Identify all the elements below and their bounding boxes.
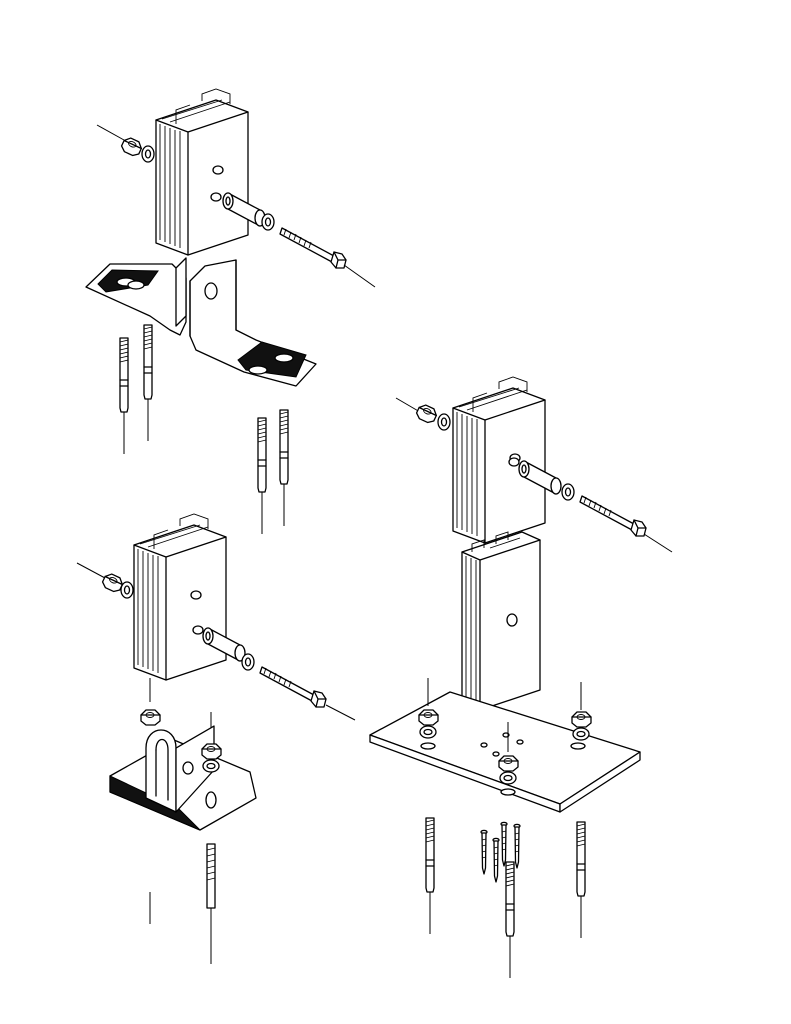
anchor-bolt-icon: [206, 843, 216, 964]
anchor-bolt-icon: [279, 409, 289, 527]
assembly-top-left: [85, 88, 376, 535]
assembly-right: [369, 376, 673, 979]
washer-icon: [499, 771, 517, 785]
hex-nut-icon: [201, 743, 222, 760]
bolt-icon: [279, 227, 347, 269]
anchor-bolt-icon: [119, 337, 129, 455]
hex-nut-icon: [571, 711, 592, 728]
post-icon: [155, 88, 249, 256]
anchor-bolt-icon: [143, 324, 153, 442]
washer-icon: [561, 483, 575, 501]
washer-icon: [120, 581, 134, 599]
leader-line: [343, 264, 376, 288]
post-icon: [133, 513, 227, 681]
washer-icon: [572, 727, 590, 741]
anchor-bolt-icon: [257, 417, 267, 535]
screw-icon: [492, 837, 500, 883]
hex-nut-icon: [418, 709, 439, 726]
anchor-bolt-icon: [505, 861, 515, 979]
leader-line: [96, 124, 125, 141]
post-extrusion-icon: [461, 531, 541, 711]
bracket-icon: [85, 257, 317, 387]
washer-icon: [261, 213, 275, 231]
leader-line: [76, 562, 106, 579]
leader-line: [325, 704, 356, 721]
washer-icon: [437, 413, 451, 431]
hex-nut-icon: [140, 709, 161, 726]
washer-icon: [202, 759, 220, 773]
bracket-icon: [109, 725, 257, 831]
bolt-icon: [579, 495, 647, 537]
assembly-bottom-left: [76, 513, 356, 964]
screw-icon: [480, 829, 488, 875]
hex-nut-icon: [498, 755, 519, 772]
leader-line: [395, 397, 421, 413]
hex-nut-icon: [414, 402, 440, 426]
washer-icon: [419, 725, 437, 739]
base-plate-icon: [369, 691, 641, 813]
washer-icon: [141, 145, 155, 163]
screw-icon: [500, 821, 508, 867]
screw-icon: [513, 823, 521, 869]
anchor-bolt-icon: [576, 821, 586, 939]
leader-line: [643, 533, 673, 553]
anchor-bolt-icon: [425, 817, 435, 935]
post-icon: [452, 376, 546, 544]
washer-icon: [241, 653, 255, 671]
bolt-icon: [259, 666, 327, 708]
